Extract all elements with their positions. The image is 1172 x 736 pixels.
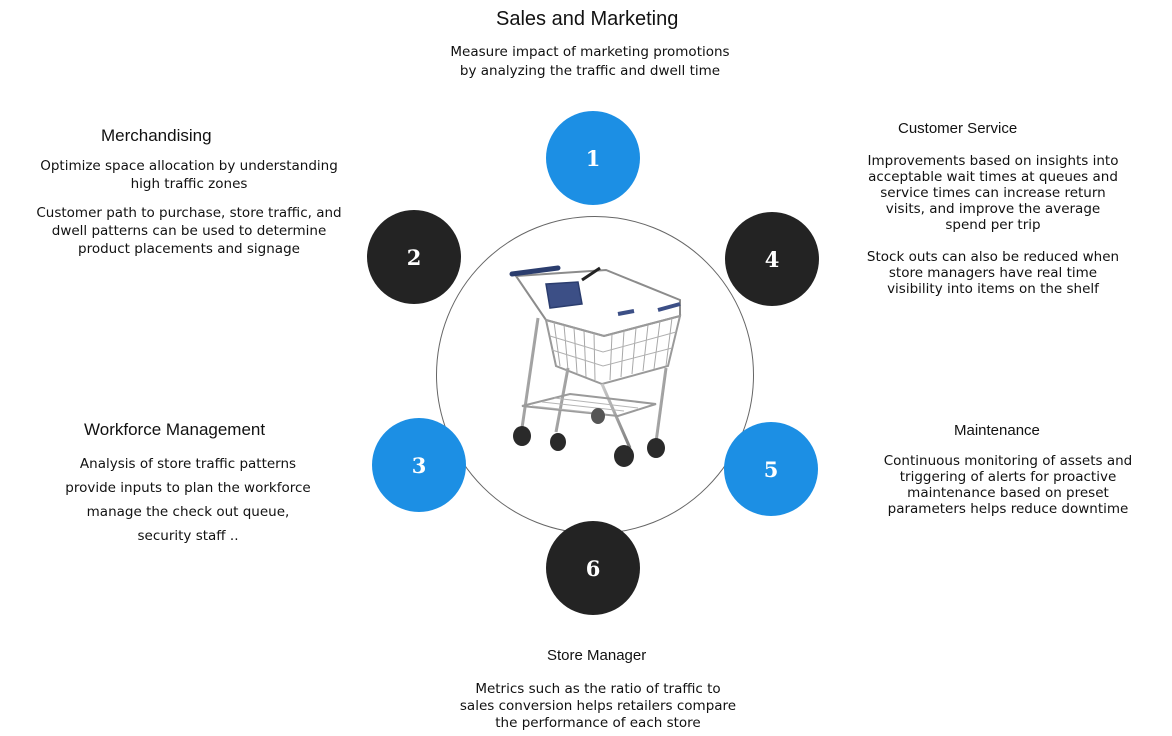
node-5-line: maintenance based on preset — [907, 485, 1109, 501]
node-4-line: Stock outs can also be reduced when — [866, 249, 1120, 265]
node-3-line: security staff .. — [137, 528, 239, 544]
node-5-circle: 5 — [724, 422, 818, 516]
node-2-description-2: Customer path to purchase, store traffic… — [4, 204, 374, 258]
node-1-line: by analyzing the traffic and dwell time — [459, 63, 721, 79]
node-5-number: 5 — [763, 456, 779, 482]
node-6-title: Store Manager — [547, 647, 647, 664]
node-4-circle: 4 — [725, 212, 819, 306]
node-6-number: 6 — [585, 555, 601, 581]
node-4-description-2: Stock outs can also be reduced when stor… — [820, 249, 1166, 297]
node-4-description-1: Improvements based on insights into acce… — [820, 153, 1166, 233]
node-4-number: 4 — [764, 246, 780, 272]
node-3-line: Analysis of store traffic patterns — [79, 456, 297, 472]
node-3-description: Analysis of store traffic patterns provi… — [16, 452, 360, 548]
node-1-number: 1 — [585, 145, 601, 171]
node-4-line: spend per trip — [945, 217, 1041, 233]
node-3-line: provide inputs to plan the workforce — [65, 480, 311, 496]
node-6-description: Metrics such as the ratio of traffic to … — [420, 681, 776, 732]
node-2-title: Merchandising — [101, 126, 212, 145]
node-5-description: Continuous monitoring of assets and trig… — [846, 453, 1170, 517]
node-3-line: manage the check out queue, — [86, 504, 290, 520]
node-2-description-1: Optimize space allocation by understandi… — [4, 157, 374, 193]
node-2-circle: 2 — [367, 210, 461, 304]
node-3-circle: 3 — [372, 418, 466, 512]
node-2-line: product placements and signage — [78, 241, 300, 257]
node-6-circle: 6 — [546, 521, 640, 615]
node-4-line: Improvements based on insights into — [867, 153, 1119, 169]
node-4-line: service times can increase return — [880, 185, 1106, 201]
node-1-title: Sales and Marketing — [496, 8, 679, 30]
node-2-line: dwell patterns can be used to determine — [51, 223, 327, 239]
node-5-title: Maintenance — [954, 422, 1040, 439]
node-3-number: 3 — [411, 452, 427, 478]
node-2-number: 2 — [406, 244, 422, 270]
node-4-title: Customer Service — [898, 120, 1018, 137]
node-1-line: Measure impact of marketing promotions — [450, 44, 730, 60]
node-2-line: Customer path to purchase, store traffic… — [36, 205, 342, 221]
node-6-line: sales conversion helps retailers compare — [459, 698, 737, 714]
node-5-line: parameters helps reduce downtime — [887, 501, 1129, 517]
node-6-line: the performance of each store — [495, 715, 701, 731]
node-6-line: Metrics such as the ratio of traffic to — [475, 681, 721, 697]
node-3-title: Workforce Management — [84, 420, 266, 439]
node-1-description: Measure impact of marketing promotions b… — [400, 43, 780, 81]
node-2-line: high traffic zones — [130, 176, 248, 192]
node-5-line: Continuous monitoring of assets and — [883, 453, 1133, 469]
node-4-line: acceptable wait times at queues and — [868, 169, 1118, 185]
node-4-line: visits, and improve the average — [885, 201, 1101, 217]
node-1-circle: 1 — [546, 111, 640, 205]
node-5-line: triggering of alerts for proactive — [899, 469, 1117, 485]
node-4-line: store managers have real time — [888, 265, 1098, 281]
shopping-cart-image — [509, 265, 682, 467]
node-4-line: visibility into items on the shelf — [887, 281, 1099, 297]
node-2-line: Optimize space allocation by understandi… — [40, 158, 338, 174]
